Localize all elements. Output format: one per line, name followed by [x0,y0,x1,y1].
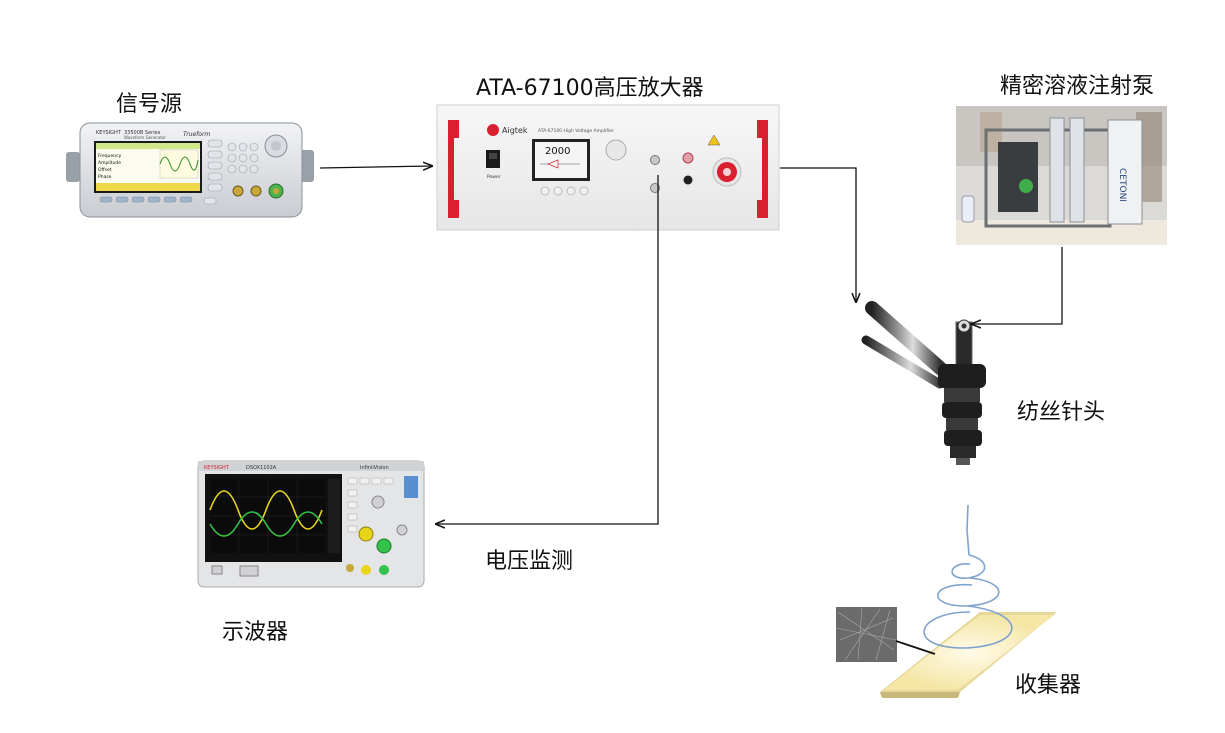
syringe-pump-label: 精密溶液注射泵 [1000,74,1155,99]
connections [319,166,1063,524]
oscilloscope-label: 示波器 [222,620,289,645]
scope-brand: KEYSIGHT [204,465,230,471]
arrow-generator-to-amplifier [319,166,432,168]
scope-series: InfiniiVision [360,465,389,471]
amplifier-label: ATA-67100高压放大器 [476,76,704,101]
oscilloscope: KEYSIGHT DSOX1102A InfiniiVision [197,460,425,588]
scope-model: DSOX1102A [246,465,277,471]
spinneret-needle [861,301,986,465]
generator-model: 33500B Series [124,130,161,136]
amplifier-model: ATA-67100 High Voltage Amplifier [538,128,614,134]
arrow-pump-to-spinneret [972,247,1063,324]
amplifier-display: 2000 [545,146,570,157]
generator-brand: KEYSIGHT [96,130,122,136]
signal-generator: KEYSIGHT 33500B Series Waveform Generato… [66,122,314,218]
generator-line-3: Offset [98,167,112,173]
arrow-amplifier-to-spinneret [780,167,856,302]
generator-line-2: Amplitude [98,160,121,166]
high-voltage-amplifier: Aigtek ATA-67100 High Voltage Amplifier … [436,104,780,231]
generator-line-4: Phase [98,174,112,180]
syringe-pump: CETONI [956,106,1167,245]
signal-source-label: 信号源 [116,92,183,117]
amplifier-brand: Aigtek [502,126,528,135]
voltage-monitor-label: 电压监测 [485,549,574,574]
arrow-monitor-to-oscilloscope [436,175,659,524]
generator-subtitle: Waveform Generator [124,135,166,140]
pump-brand: CETONI [1117,168,1127,202]
spinneret-label: 纺丝针头 [1017,400,1106,425]
generator-logo: Trueform [183,131,210,138]
amplifier-power-label: Power [487,174,501,180]
generator-line-1: Frequency [98,153,122,159]
collector [835,504,1057,698]
collector-label: 收集器 [1015,673,1082,698]
